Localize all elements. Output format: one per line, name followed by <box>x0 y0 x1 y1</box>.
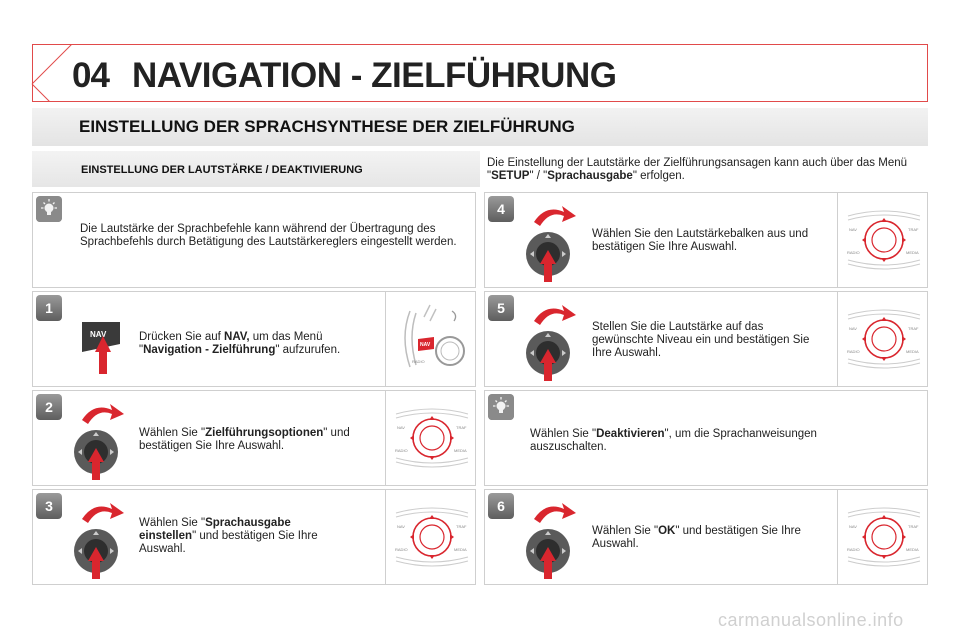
multimedia-dial-illustration: NAV TRAF RADIO MEDIA <box>395 507 469 567</box>
chapter-header <box>32 44 928 102</box>
svg-text:NAV: NAV <box>397 524 405 529</box>
svg-text:TRAF: TRAF <box>908 326 919 331</box>
lightbulb-icon <box>36 196 62 222</box>
svg-text:NAV: NAV <box>849 227 857 232</box>
svg-text:RADIO: RADIO <box>395 547 408 552</box>
multimedia-dial-illustration: NAV TRAF RADIO MEDIA <box>847 309 921 369</box>
svg-text:MEDIA: MEDIA <box>906 547 919 552</box>
step-3-text: Wählen Sie "Sprachausgabe einstellen" un… <box>139 517 318 555</box>
tip-left-text: Die Lautstärke der Sprachbefehle kann wä… <box>80 223 457 248</box>
multimedia-dial-illustration: NAV TRAF RADIO MEDIA <box>847 507 921 567</box>
step-1-text: Drücken Sie auf NAV, um das Menü "Naviga… <box>139 331 341 356</box>
svg-text:MEDIA: MEDIA <box>454 547 467 552</box>
step-2-badge: 2 <box>36 394 62 420</box>
svg-text:MEDIA: MEDIA <box>906 250 919 255</box>
tip-panel-left <box>32 192 476 288</box>
lightbulb-icon <box>488 394 514 420</box>
nav-panel-illustration: NAV RADIO <box>392 297 472 381</box>
svg-text:TRAF: TRAF <box>456 524 467 529</box>
tip-right-text: Wählen Sie "Deaktivieren", um die Sprach… <box>530 428 817 453</box>
header-accent-decoration <box>31 44 73 102</box>
step-5-badge: 5 <box>488 295 514 321</box>
tip-panel-right <box>484 390 928 486</box>
svg-text:TRAF: TRAF <box>908 524 919 529</box>
step-1-badge: 1 <box>36 295 62 321</box>
svg-text:RADIO: RADIO <box>847 250 860 255</box>
svg-text:NAV: NAV <box>90 330 107 339</box>
rotary-knob-press-icon <box>74 503 124 579</box>
watermark: carmanualsonline.info <box>718 610 904 630</box>
svg-text:NAV: NAV <box>849 326 857 331</box>
svg-text:NAV: NAV <box>849 524 857 529</box>
rotary-knob-press-icon <box>74 404 124 480</box>
svg-text:RADIO: RADIO <box>847 349 860 354</box>
svg-text:MEDIA: MEDIA <box>906 349 919 354</box>
svg-text:MEDIA: MEDIA <box>454 448 467 453</box>
rotary-knob-press-icon <box>526 206 576 282</box>
svg-text:RADIO: RADIO <box>412 359 425 364</box>
svg-text:NAV: NAV <box>397 425 405 430</box>
step-5-text: Stellen Sie die Lautstärke auf das gewün… <box>592 321 810 359</box>
step-6-text: Wählen Sie "OK" und bestätigen Sie Ihre … <box>592 525 801 550</box>
section-band <box>32 108 928 146</box>
step-2-text: Wählen Sie "Zielführungsoptionen" und be… <box>139 427 350 452</box>
multimedia-dial-illustration: NAV TRAF RADIO MEDIA <box>847 210 921 270</box>
svg-text:RADIO: RADIO <box>395 448 408 453</box>
svg-text:TRAF: TRAF <box>456 425 467 430</box>
page-title: NAVIGATION - ZIELFÜHRUNG <box>132 56 617 95</box>
svg-text:TRAF: TRAF <box>908 227 919 232</box>
subsection-band <box>32 151 480 187</box>
rotary-knob-press-icon <box>526 305 576 381</box>
rotary-knob-press-icon <box>526 503 576 579</box>
chapter-number: 04 <box>72 56 110 95</box>
intro-text: Die Einstellung der Lautstärke der Zielf… <box>487 157 908 182</box>
step-4-badge: 4 <box>488 196 514 222</box>
step-6-badge: 6 <box>488 493 514 519</box>
svg-text:NAV: NAV <box>420 342 431 348</box>
svg-text:RADIO: RADIO <box>847 547 860 552</box>
step-3-badge: 3 <box>36 493 62 519</box>
nav-button-press-icon: NAV <box>82 322 120 374</box>
subsection-title: EINSTELLUNG DER LAUTSTÄRKE / DEAKTIVIERU… <box>81 164 363 176</box>
step-4-text: Wählen Sie den Lautstärkebalken aus und … <box>592 228 809 253</box>
section-title: EINSTELLUNG DER SPRACHSYNTHESE DER ZIELF… <box>79 117 575 136</box>
multimedia-dial-illustration: NAV TRAF RADIO MEDIA <box>395 408 469 468</box>
